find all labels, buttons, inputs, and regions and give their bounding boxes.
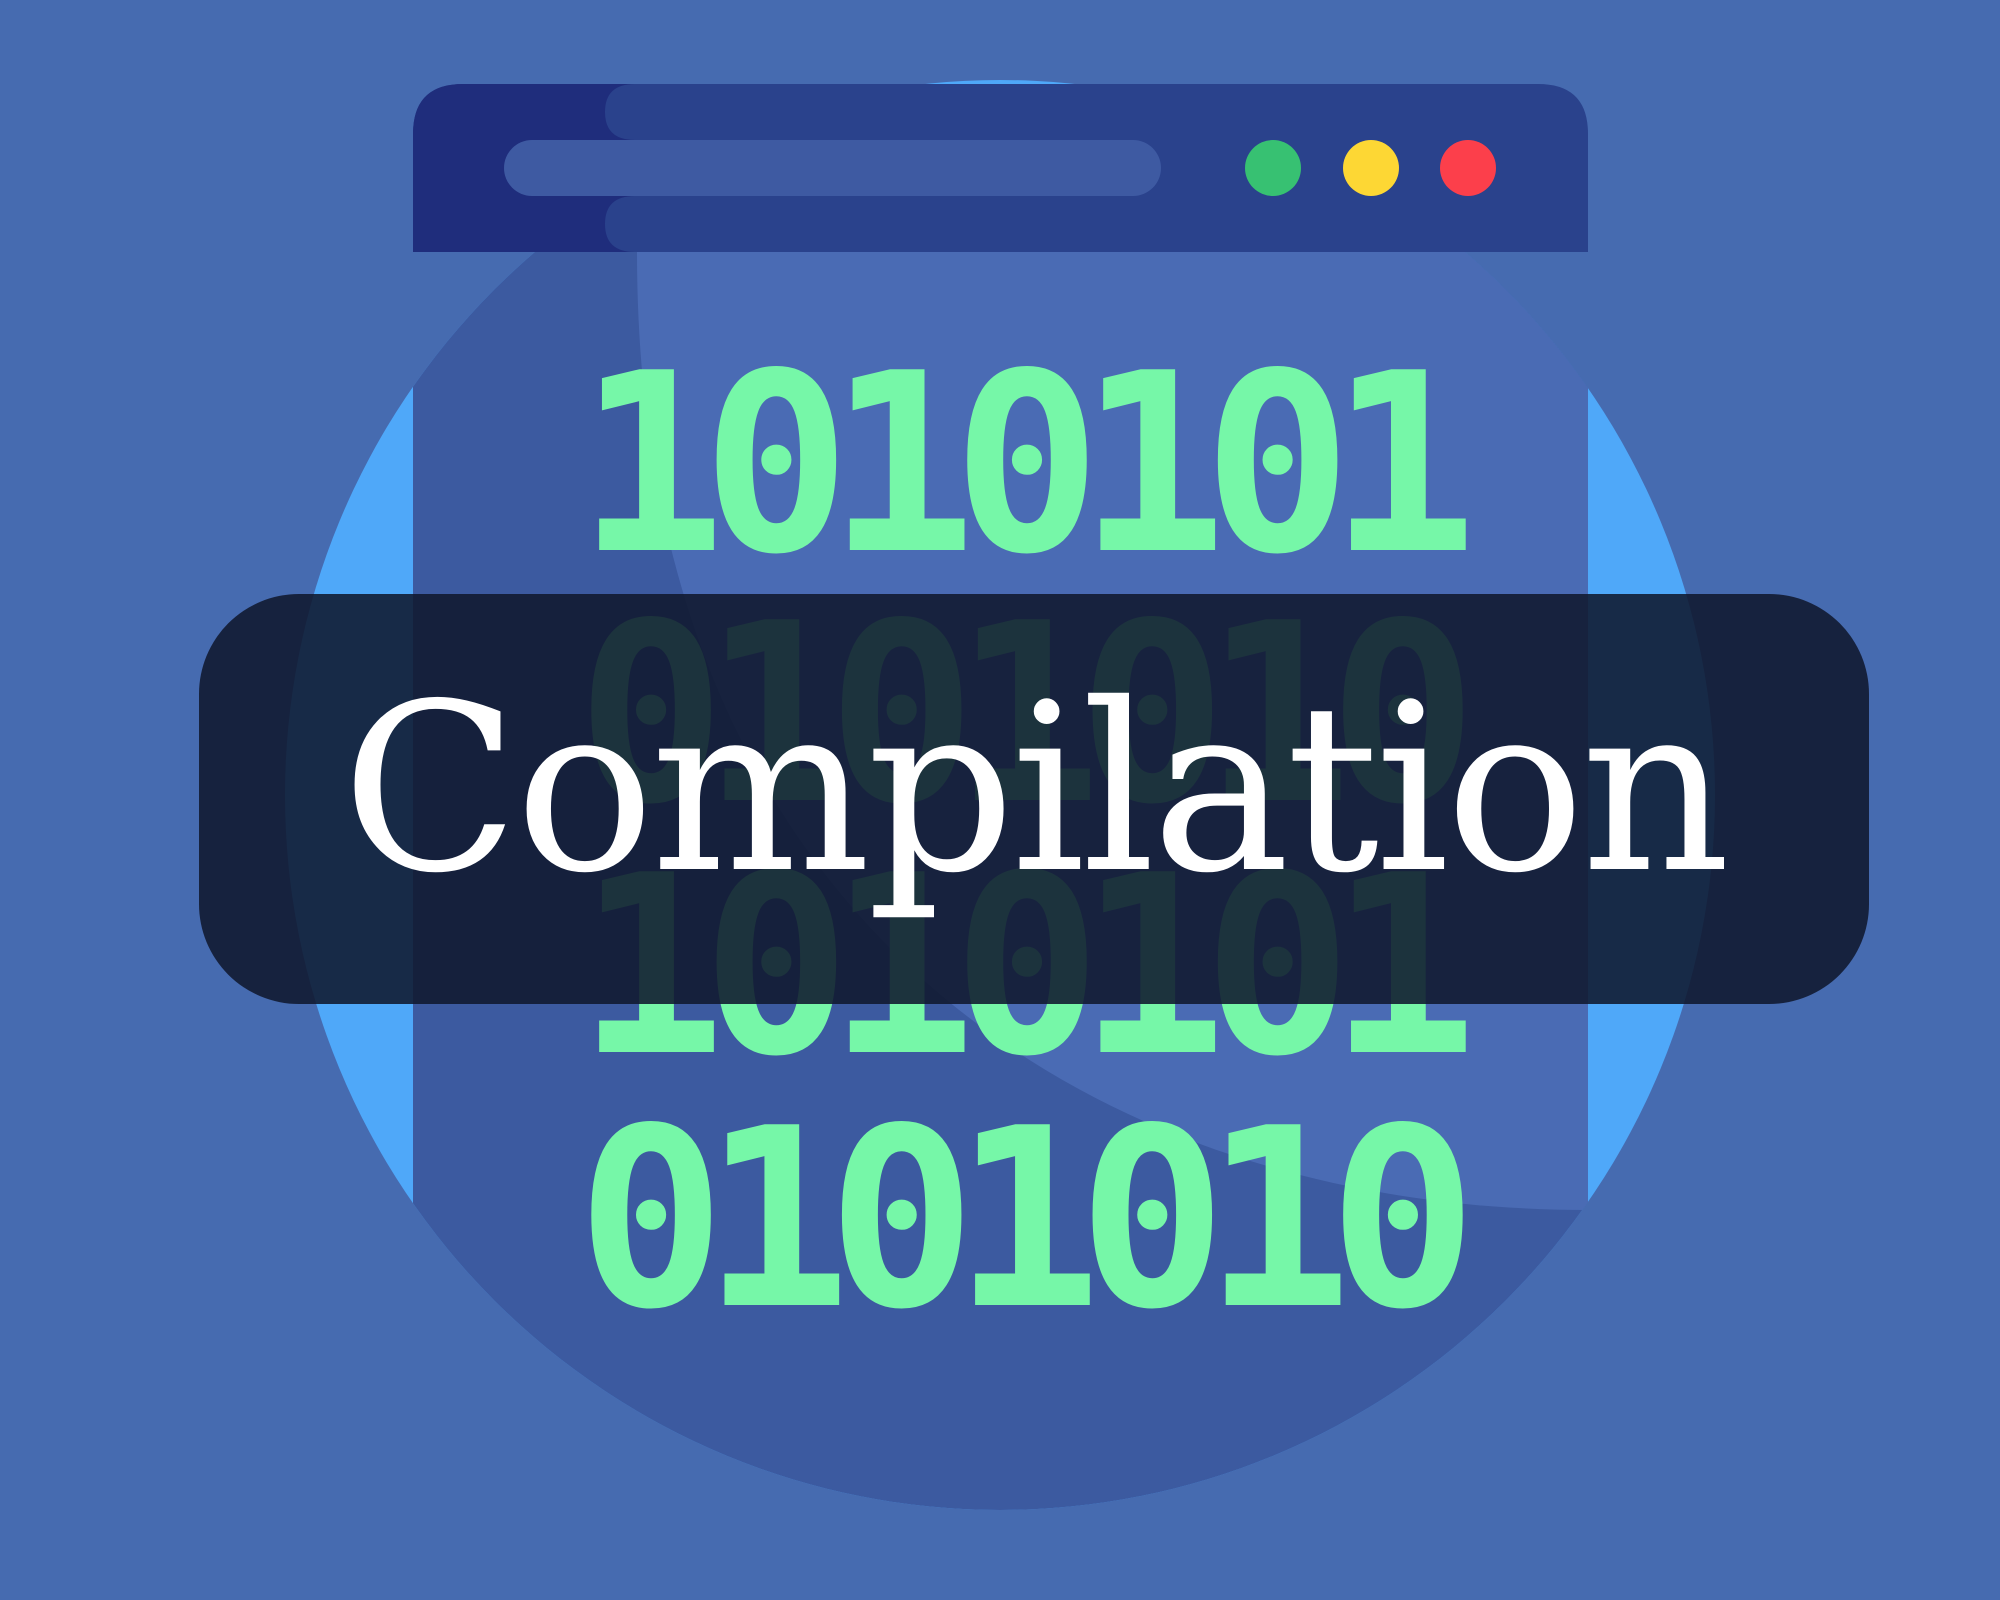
binary-line-1: 1010101 — [576, 321, 1466, 609]
title-banner: Compilation — [199, 594, 1869, 1004]
window-dot-green[interactable] — [1245, 140, 1301, 196]
address-bar[interactable] — [504, 140, 1161, 196]
browser-window-header — [413, 84, 1588, 252]
window-dot-yellow[interactable] — [1343, 140, 1399, 196]
window-dot-red[interactable] — [1440, 140, 1496, 196]
page-title: Compilation — [341, 654, 1731, 924]
binary-line-4: 0101010 — [576, 1076, 1463, 1364]
